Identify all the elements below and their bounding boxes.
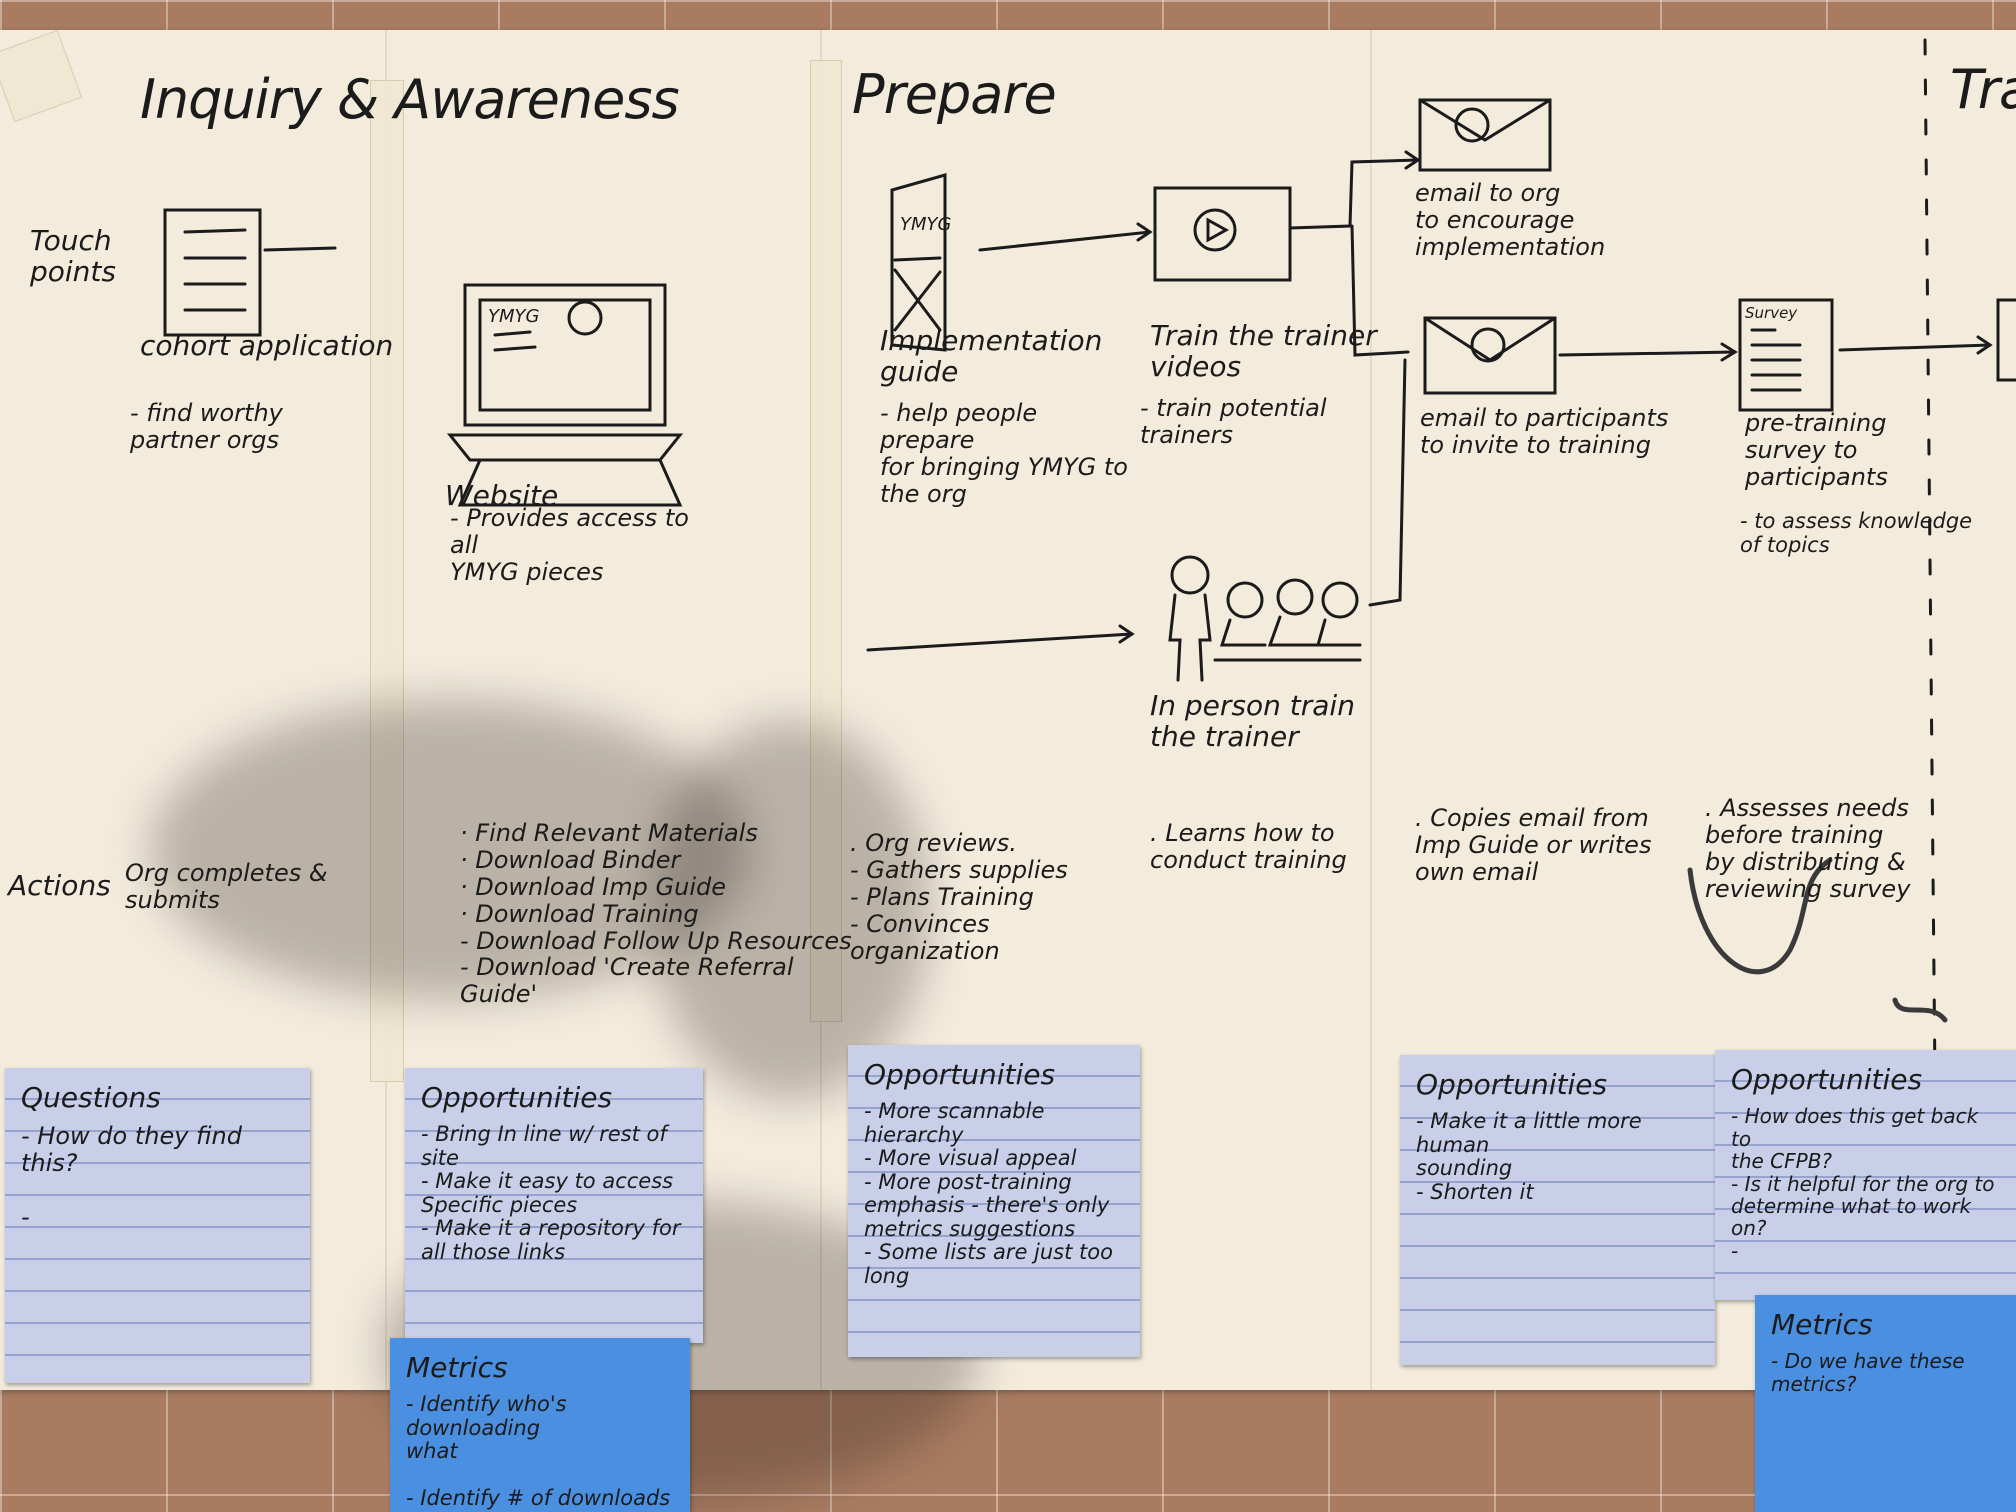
sticky-body: - How does this get back to the CFPB? - … [1731, 1105, 2000, 1262]
envelope-icon [1420, 100, 1550, 170]
action-email: . Copies email from Imp Guide or writes … [1415, 805, 1665, 886]
video-icon [1155, 188, 1290, 280]
document-icon [165, 210, 260, 335]
sticky-opportunities: Opportunities - Bring In line w/ rest of… [405, 1068, 703, 1343]
sticky-title: Metrics [1771, 1309, 2000, 1340]
branch-line [1290, 160, 1418, 228]
sticky-metrics: Metrics - Identify who's downloading wha… [390, 1338, 690, 1512]
cohort-label: cohort application [140, 330, 393, 361]
sticky-metrics: Metrics - Do we have these metrics? [1755, 1295, 2016, 1512]
survey-label: pre-training survey to participants [1745, 410, 1945, 491]
inperson-label: In person train the trainer [1150, 690, 1355, 753]
website-note: - Provides access to all YMYG pieces [450, 505, 720, 586]
arrow [980, 232, 1150, 250]
action-guide: . Org reviews. - Gathers supplies - Plan… [850, 830, 1130, 964]
sticky-body: - Do we have these metrics? [1771, 1350, 2000, 1395]
screen-label: YMYG [488, 306, 540, 327]
sticky-title: Opportunities [1416, 1069, 1699, 1100]
guide-label: Implementation guide [880, 325, 1102, 388]
arrow [1560, 352, 1735, 355]
action-website: · Find Relevant Materials · Download Bin… [460, 820, 860, 1008]
videos-label: Train the trainer videos [1150, 320, 1377, 383]
sticky-title: Opportunities [421, 1082, 687, 1113]
people-icon [1170, 557, 1360, 680]
videos-note: - train potential trainers [1140, 395, 1340, 449]
action-inperson: . Learns how to conduct training [1150, 820, 1370, 874]
sticky-body: - Make it a little more human sounding -… [1416, 1110, 1699, 1204]
sticky-title: Metrics [406, 1352, 674, 1383]
booklet-label: YMYG [900, 214, 952, 235]
action-inquiry: Org completes & submits [125, 860, 345, 914]
stage-divider [1925, 40, 1935, 1080]
sticky-title: Questions [21, 1082, 294, 1113]
computer-icon [450, 285, 680, 505]
envelope-icon [1425, 318, 1555, 393]
connector [265, 248, 335, 250]
survey-header: Survey [1745, 304, 1798, 322]
action-survey: . Assesses needs before training by dist… [1705, 795, 1925, 903]
sticky-title: Opportunities [1731, 1064, 2000, 1095]
sticky-body: - Bring In line w/ rest of site - Make i… [421, 1123, 687, 1264]
sticky-opportunities: Opportunities - Make it a little more hu… [1400, 1055, 1715, 1365]
sticky-opportunities: Opportunities - More scannable hierarchy… [848, 1045, 1140, 1357]
sticky-body: - Identify who's downloading what - Iden… [406, 1393, 674, 1511]
cohort-note: - find worthy partner orgs [130, 400, 360, 454]
email-participants-label: email to participants to invite to train… [1420, 405, 1670, 459]
survey-note: - to assess knowledge of topics [1740, 510, 1980, 557]
arrow [1840, 345, 1990, 350]
sticky-body: - More scannable hierarchy - More visual… [864, 1100, 1124, 1288]
sticky-body: - How do they find this? - [21, 1123, 294, 1231]
sticky-opportunities: Opportunities - How does this get back t… [1715, 1050, 2016, 1300]
email-org-label: email to org to encourage implementation [1415, 180, 1615, 261]
sticky-questions: Questions - How do they find this? - [5, 1068, 310, 1383]
connector [1370, 360, 1405, 605]
arrow [868, 634, 1132, 650]
guide-note: - help people prepare for bringing YMYG … [880, 400, 1130, 508]
sticky-title: Opportunities [864, 1059, 1124, 1090]
